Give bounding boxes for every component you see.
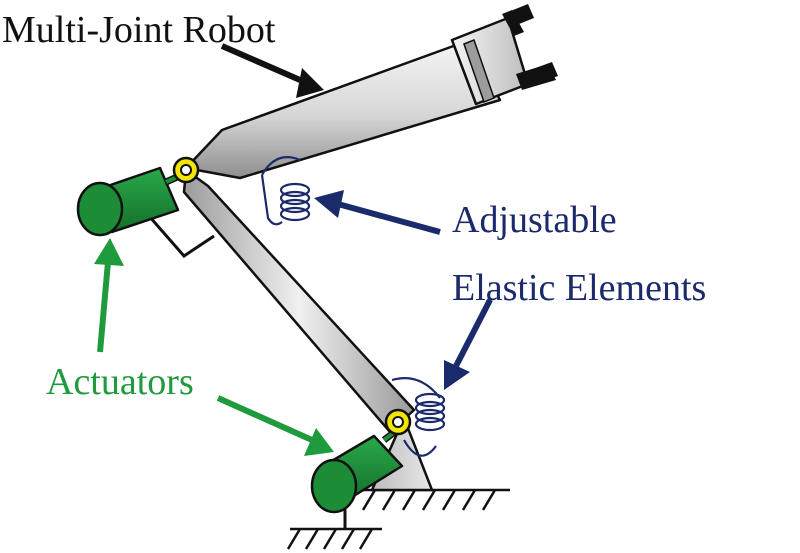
upper-link: [184, 38, 502, 180]
label-actuators: Actuators: [46, 361, 194, 403]
label-elastic-elements: Elastic Elements: [452, 267, 706, 309]
spring-lower: [391, 377, 446, 457]
ground-hatching: [286, 488, 510, 550]
arrow-actuator-upper: [94, 238, 124, 353]
label-adjustable: Adjustable: [452, 199, 617, 241]
actuator-shoulder: [76, 166, 215, 258]
actuator-shoulder-bracket: [140, 207, 215, 258]
arrow-robot: [220, 43, 324, 98]
spring-upper: [260, 156, 311, 226]
joint-elbow: [384, 408, 412, 436]
gripper: [450, 4, 558, 106]
label-multi-joint-robot: Multi-Joint Robot: [2, 9, 276, 51]
joint-shoulder: [172, 156, 200, 184]
arrow-elastic-upper: [314, 190, 441, 235]
arrow-elastic-lower: [444, 298, 493, 390]
arrow-actuator-lower: [216, 395, 334, 456]
